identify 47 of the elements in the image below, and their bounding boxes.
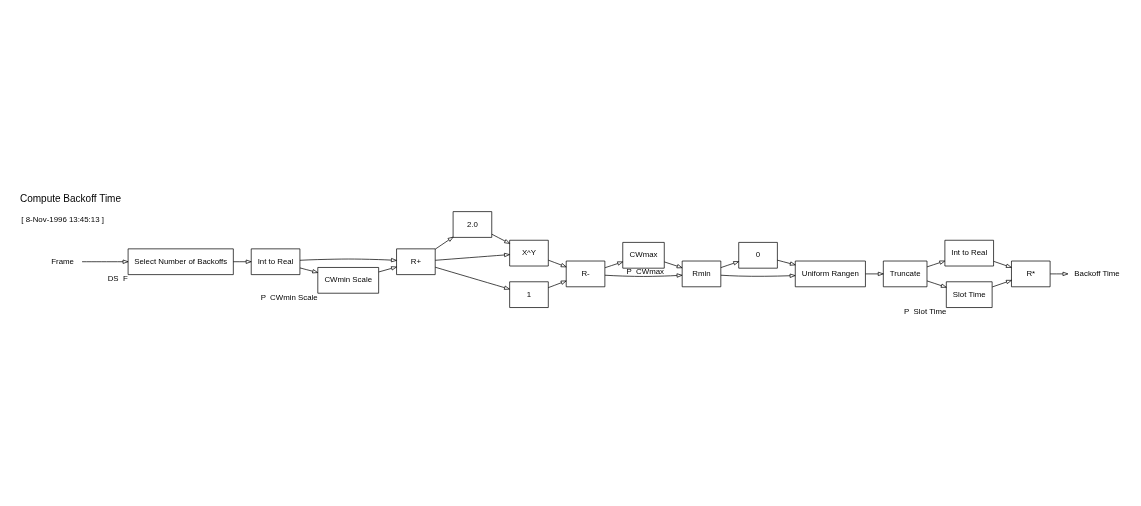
node-box: Slot Time: [945, 280, 993, 308]
node-box: X^Y: [509, 239, 549, 266]
arrow: [991, 279, 1012, 287]
node-label: P CWmax: [626, 266, 665, 276]
arrow: [993, 260, 1012, 268]
arrow: [604, 260, 624, 268]
node-box: R+: [396, 248, 436, 275]
node-box: Truncate: [882, 260, 928, 287]
arrow: [548, 259, 567, 267]
arrow: [378, 265, 397, 272]
arrow: [434, 266, 510, 290]
arrow: [233, 259, 252, 264]
arrow: [299, 257, 397, 262]
node-box: CWmin Scale: [317, 266, 379, 294]
node-label: P Slot Time: [904, 306, 947, 316]
arrow: [777, 259, 796, 266]
arrow: [1049, 271, 1069, 276]
node-text: Backoff Time: [1074, 268, 1120, 278]
node-box: 0: [738, 241, 778, 269]
node-box: 2.0: [452, 210, 493, 238]
node-box: R-: [565, 260, 606, 287]
node-box: CWmax: [622, 241, 665, 269]
label: [ 8-Nov-1996 13:45:13 ]: [21, 214, 104, 224]
arrow: [926, 260, 946, 267]
arrow: [491, 233, 510, 244]
arrow: [865, 271, 884, 276]
arrow: [434, 252, 510, 261]
node-box: Int to Real: [944, 239, 994, 266]
node-box: Int to Real: [250, 248, 301, 275]
arrow: [299, 267, 319, 273]
node-box: Select Number of Backoffs: [127, 248, 234, 275]
diagram-title: Compute Backoff Time: [19, 192, 122, 204]
node-box: 1: [509, 280, 549, 308]
node-box: R*: [1011, 260, 1051, 287]
node-text: Frame: [51, 256, 74, 266]
arrow: [434, 236, 454, 249]
node-label: P CWmin Scale: [260, 292, 318, 302]
arrow: [720, 273, 796, 278]
arrow: [81, 259, 129, 264]
arrow: [663, 261, 683, 268]
arrow: [720, 260, 740, 268]
arrow: [926, 280, 947, 288]
node-label: DS F: [107, 273, 128, 283]
arrow: [548, 280, 567, 288]
node-box: Uniform Rangen: [794, 260, 866, 287]
node-box: Rmin: [681, 260, 722, 287]
arrow: [604, 272, 683, 278]
